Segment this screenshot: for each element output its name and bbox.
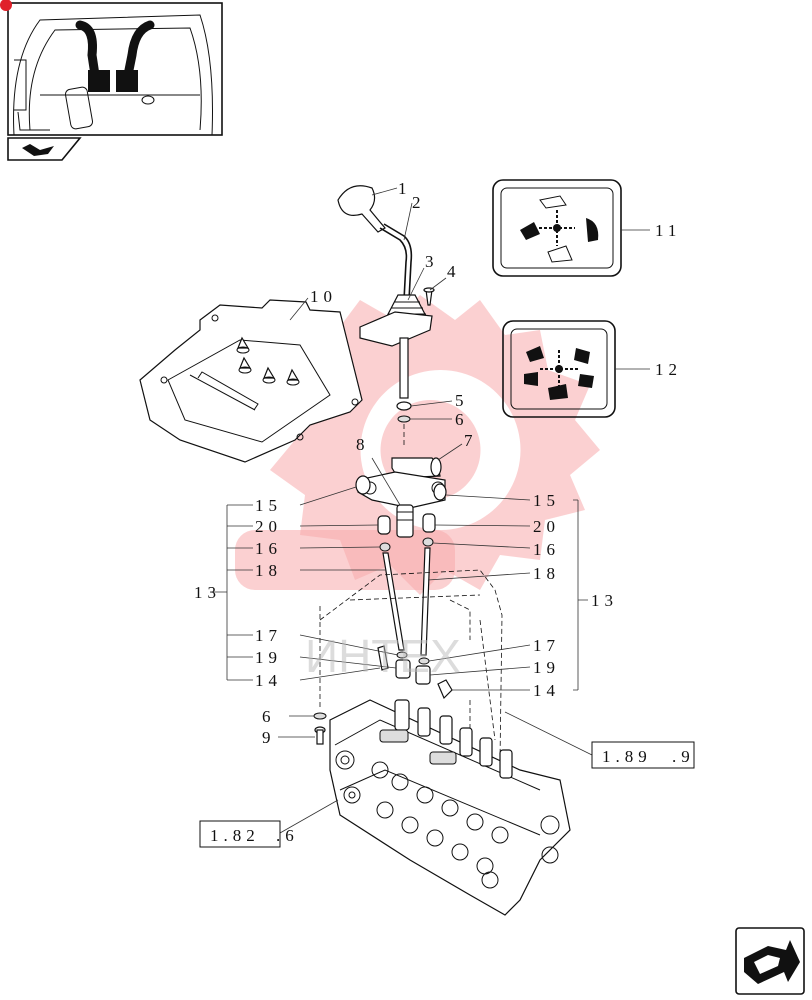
- lever-shaft[interactable]: [399, 337, 409, 399]
- pin-14-left[interactable]: [377, 645, 389, 671]
- callout-14-right: 14: [533, 681, 560, 700]
- rod-18-right[interactable]: [420, 547, 431, 656]
- callout-15-right: 15: [533, 491, 560, 510]
- callout-8: 8: [356, 435, 370, 454]
- control-valve-block[interactable]: [329, 699, 571, 916]
- clevis-20-right[interactable]: [422, 513, 436, 533]
- callout-18-right: 18: [533, 564, 560, 583]
- callout-6: 6: [455, 410, 469, 429]
- ref-1-82-text[interactable]: 1.82: [210, 826, 260, 845]
- callout-4: 4: [447, 262, 461, 281]
- rubber-boot[interactable]: [359, 294, 433, 347]
- callout-12: 12: [655, 360, 682, 379]
- ref-box-1-89[interactable]: [591, 741, 695, 769]
- pin-14-right[interactable]: [437, 679, 453, 700]
- console-plate[interactable]: [139, 299, 363, 463]
- cab-thumbnail[interactable]: [0, 0, 223, 136]
- joystick-lever[interactable]: [379, 223, 413, 301]
- support-bracket-dashed: [319, 569, 503, 761]
- callout-20-left: 20: [255, 517, 282, 536]
- rod-end-19-left[interactable]: [395, 659, 411, 679]
- callout-17-left: 17: [255, 626, 282, 645]
- valve-spools: [379, 699, 513, 779]
- decal-backhoe-controls[interactable]: [502, 320, 616, 418]
- callout-18-left: 18: [255, 561, 282, 580]
- washer-6-bottom[interactable]: [313, 712, 327, 720]
- callout-7: 7: [464, 431, 478, 450]
- washer-5[interactable]: [396, 401, 412, 411]
- washer-6[interactable]: [397, 415, 411, 423]
- callout-6-bottom: 6: [262, 707, 276, 726]
- callout-19-left: 19: [255, 648, 282, 667]
- callout-19-right: 19: [533, 658, 560, 677]
- ref-box-1-82[interactable]: [199, 820, 281, 848]
- ball-joint-15-left[interactable]: [355, 475, 371, 495]
- valve-ports: [335, 750, 560, 889]
- clevis-20-left[interactable]: [377, 515, 391, 535]
- ref-1-89-text[interactable]: 1.89: [602, 747, 652, 766]
- nut-16-left[interactable]: [379, 542, 391, 552]
- callout-2: 2: [412, 193, 426, 212]
- rod-18-left[interactable]: [382, 552, 405, 651]
- callout-15-left: 15: [255, 496, 282, 515]
- corner-badge-icon: [0, 0, 12, 11]
- callout-13-left: 13: [194, 583, 221, 602]
- callout-16-right: 16: [533, 540, 560, 559]
- callout-3: 3: [425, 252, 439, 271]
- section-book-icon[interactable]: [7, 137, 82, 161]
- callout-16-left: 16: [255, 539, 282, 558]
- center-fitting[interactable]: [396, 504, 414, 538]
- plate-knobs: [236, 336, 300, 386]
- callout-9: 9: [262, 728, 276, 747]
- callout-13-right: 13: [591, 591, 618, 610]
- watermark-text: ИНТЕХ: [305, 630, 461, 682]
- callout-11: 11: [655, 221, 681, 240]
- callout-17-right: 17: [533, 636, 560, 655]
- callout-14-left: 14: [255, 671, 282, 690]
- callout-20-right: 20: [533, 517, 560, 536]
- callout-1: 1: [398, 179, 412, 198]
- watermark-band: [235, 530, 455, 590]
- joystick-knob[interactable]: [337, 185, 386, 233]
- backhoe-control-decal-icon: [524, 346, 594, 400]
- callout-labels: 1 2 3 4 10 11 12 5 6 7 8 15 20 16 18 13 …: [194, 179, 682, 747]
- bolt-9[interactable]: [314, 726, 326, 745]
- ref-1-82-suffix: .6: [276, 826, 299, 845]
- decal-loader-controls[interactable]: [492, 179, 622, 277]
- callout-10: 10: [310, 287, 337, 306]
- ref-1-89-suffix: .9: [672, 747, 695, 766]
- callout-5: 5: [455, 391, 469, 410]
- loader-control-decal-icon: [520, 195, 599, 263]
- ball-joint-15-right[interactable]: [433, 483, 447, 501]
- next-page-arrow-icon[interactable]: [735, 927, 805, 995]
- leader-lines: [210, 187, 650, 834]
- nut-16-right[interactable]: [422, 537, 434, 547]
